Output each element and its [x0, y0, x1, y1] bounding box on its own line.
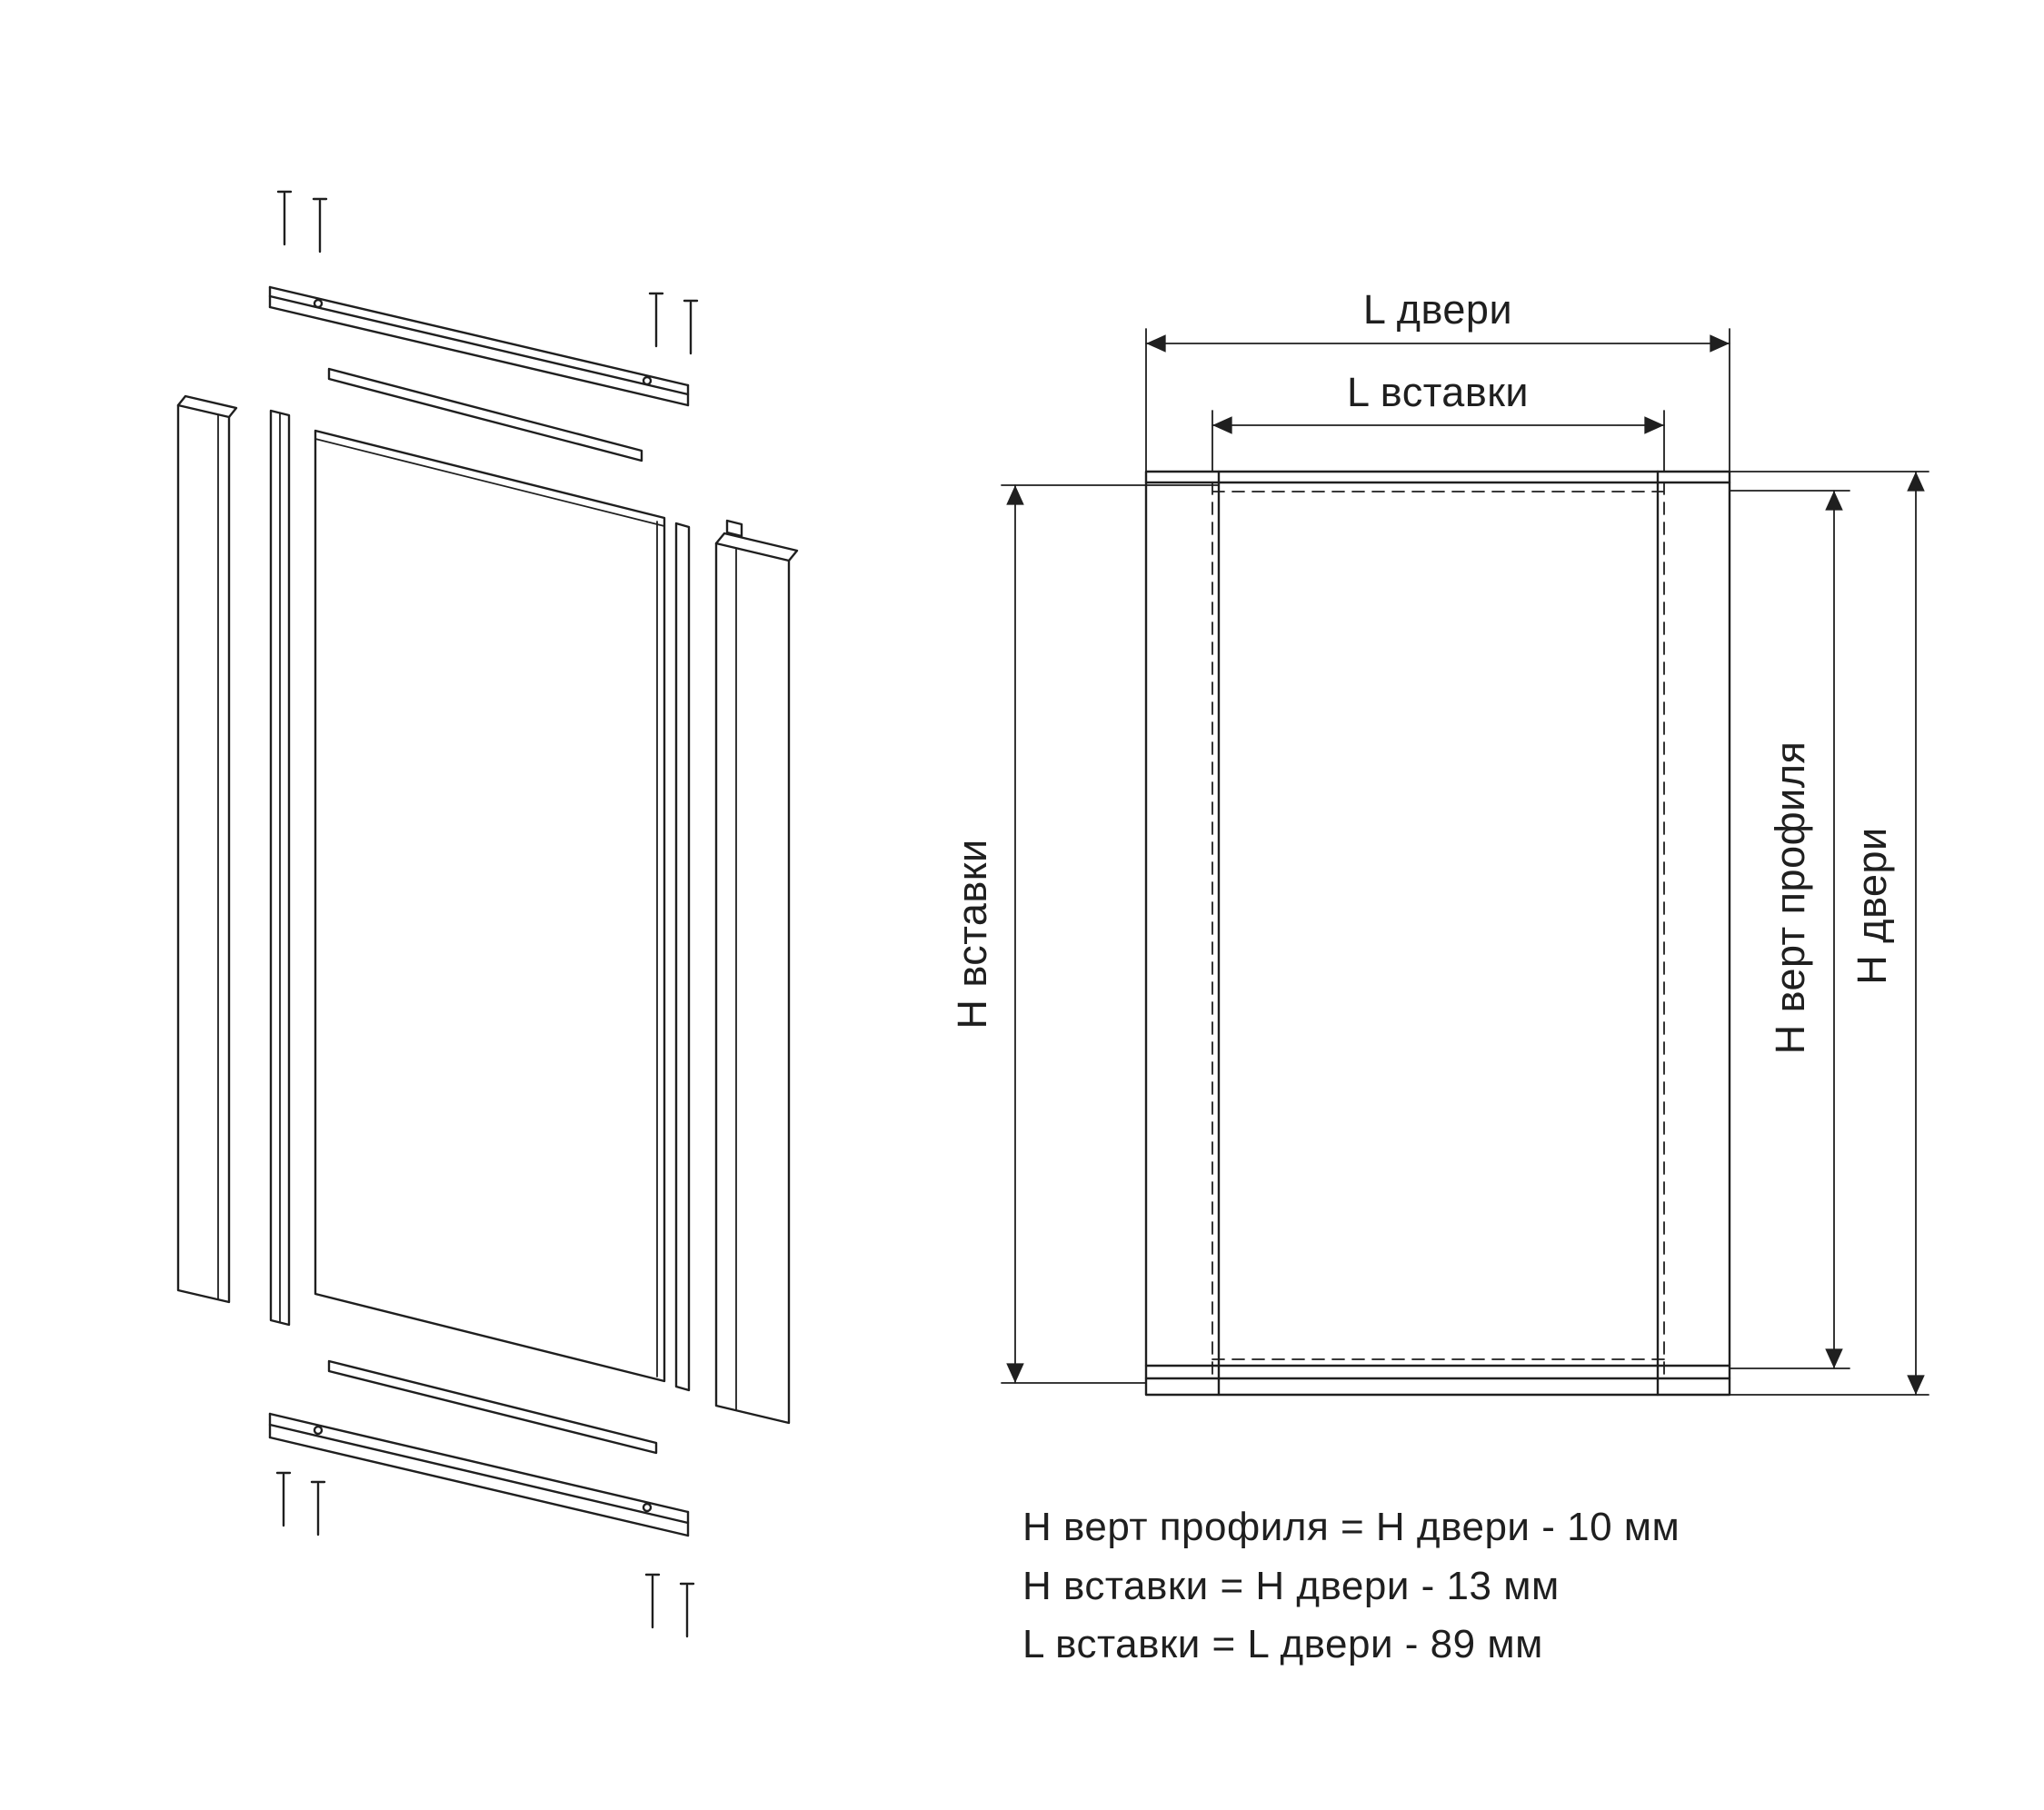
bottom-track-lines [1144, 1364, 1731, 1380]
bottom-insert-strip [327, 1359, 658, 1455]
bottom-profile-horizontal [268, 1412, 690, 1537]
label-door-width: L двери [1363, 286, 1512, 333]
left-vertical-profile [176, 394, 238, 1304]
screw-hole [313, 1425, 324, 1436]
right-vertical-profile [714, 519, 799, 1425]
screws-top-left [276, 190, 328, 254]
label-insert-width: L вставки [1347, 369, 1529, 415]
top-insert-strip [327, 367, 643, 462]
exploded-view [176, 190, 799, 1638]
screws-bottom-right [644, 1573, 695, 1638]
formulas-block: Н верт профиля = Н двери - 10 мм Н встав… [1022, 1505, 1680, 1666]
screw-hole [642, 1502, 653, 1513]
extension-lines [1001, 328, 1929, 1396]
screws-top-right [648, 292, 699, 355]
left-insert-strip [269, 409, 291, 1327]
insert-hidden-edges [1211, 482, 1665, 1379]
profile-top-connector [725, 519, 743, 538]
label-insert-height: Н вставки [949, 839, 995, 1029]
label-profile-height: Н верт профиля [1767, 741, 1813, 1055]
dimension-view: L двери L вставки Н вставки Н верт профи… [949, 286, 1929, 1397]
door-panel [314, 429, 666, 1383]
screws-bottom-left [275, 1471, 326, 1537]
formula-insert-width: L вставки = L двери - 89 мм [1022, 1622, 1543, 1666]
formula-profile-height: Н верт профиля = Н двери - 10 мм [1022, 1505, 1680, 1549]
top-profile-horizontal [268, 285, 690, 407]
right-insert-strip [674, 522, 691, 1392]
screw-hole [313, 298, 324, 309]
screw-hole [642, 375, 653, 386]
label-door-height: Н двери [1849, 827, 1895, 984]
formula-insert-height: Н вставки = Н двери - 13 мм [1022, 1564, 1560, 1608]
door-outline [1144, 470, 1731, 1397]
